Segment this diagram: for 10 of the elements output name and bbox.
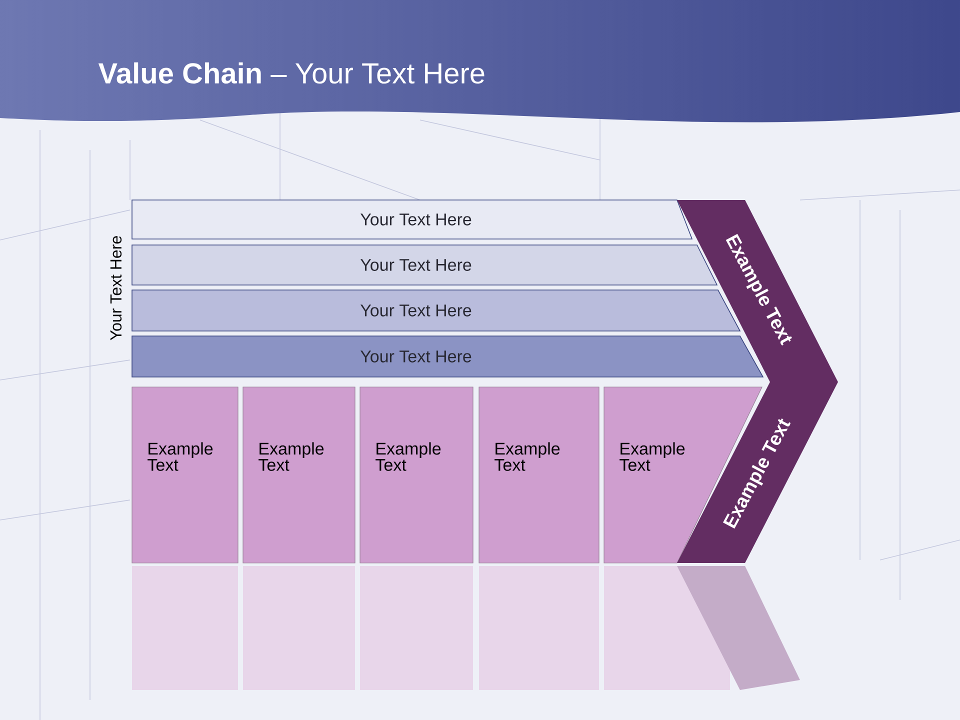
activity-box: Example Text [360, 386, 474, 564]
text-bar: Your Text Here [132, 244, 718, 286]
axis-label: Your Text Here [110, 236, 122, 340]
activity-box: Example Text [478, 386, 600, 564]
activity-box: Example Text [132, 386, 238, 564]
activity-box: Example Text [242, 386, 356, 564]
text-bar: Your Text Here [132, 336, 764, 378]
text-bar: Your Text Here [132, 200, 693, 240]
text-bar: Your Text Here [132, 290, 741, 332]
slide-title: Value Chain – Your Text Here [98, 62, 484, 84]
